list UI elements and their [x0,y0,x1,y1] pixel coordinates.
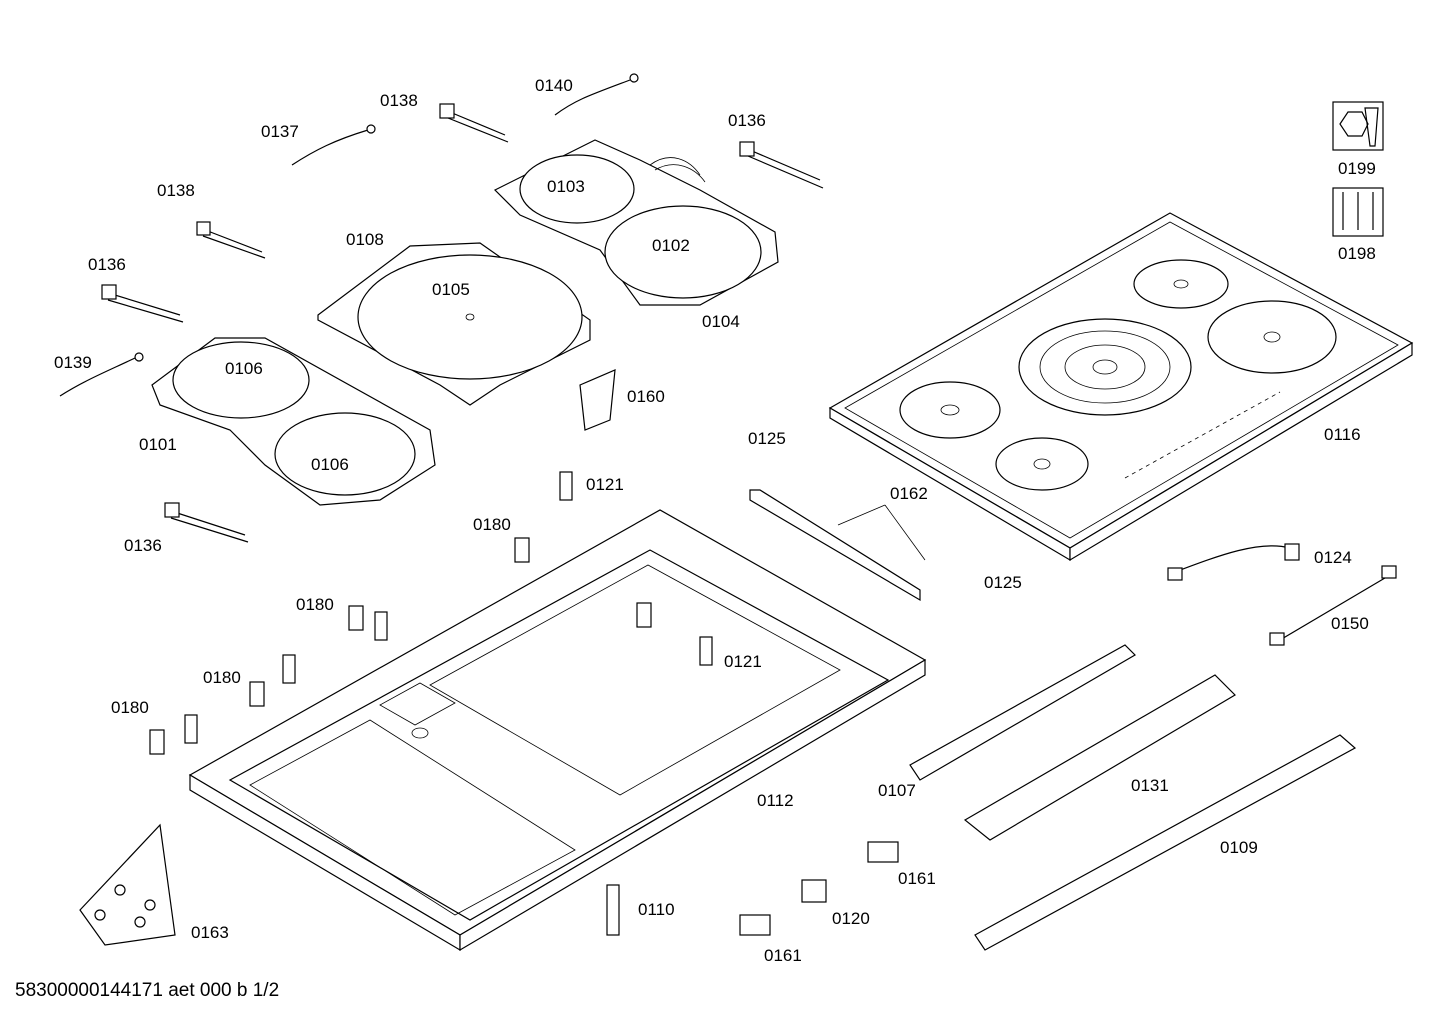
springs-and-feet [149,471,713,755]
part-number-labels: 0140 0138 0137 0136 0138 0108 0103 0102 … [54,76,1376,965]
label-0137: 0137 [261,122,299,141]
label-0199: 0199 [1338,159,1376,178]
temperature-sensors [59,73,639,397]
label-0163: 0163 [191,923,229,942]
label-0180: 0180 [473,515,511,534]
label-0109: 0109 [1220,838,1258,857]
cooktop-glass-0116 [828,212,1414,562]
label-0101: 0101 [139,435,177,454]
cable-clips [101,103,824,543]
label-0112: 0112 [757,791,794,810]
label-0121: 0121 [724,652,762,671]
label-0107: 0107 [878,781,916,800]
screw-bag-0163 [79,823,176,946]
label-0104: 0104 [702,312,740,331]
label-0139: 0139 [54,353,92,372]
label-0138: 0138 [157,181,195,200]
label-0120: 0120 [832,909,870,928]
label-0110: 0110 [638,900,675,919]
wrench-nut-icon [1332,101,1384,151]
bracket-0162 [579,369,926,602]
radiant-heater-tray-0104 [493,139,779,306]
label-0160: 0160 [627,387,665,406]
label-0125: 0125 [984,573,1022,592]
label-0140: 0140 [535,76,573,95]
label-0180: 0180 [111,698,149,717]
screws-icon [1332,187,1384,237]
label-0136: 0136 [124,536,162,555]
label-0108: 0108 [346,230,384,249]
radiant-heater-tray-0101 [151,337,436,506]
label-0125: 0125 [748,429,786,448]
chassis-frame-0112 [188,509,927,952]
label-0106: 0106 [311,455,349,474]
label-0103: 0103 [547,177,585,196]
label-0136: 0136 [88,255,126,274]
label-0162: 0162 [890,484,928,503]
document-footer-id: 58300000144171 aet 000 b 1/2 [15,980,280,1001]
label-0138: 0138 [380,91,418,110]
label-0161: 0161 [764,946,802,965]
label-0106: 0106 [225,359,263,378]
label-0116: 0116 [1324,425,1361,444]
radiant-heater-0105 [317,242,591,406]
label-0180: 0180 [296,595,334,614]
label-0124: 0124 [1314,548,1352,567]
label-0161: 0161 [898,869,936,888]
label-0131: 0131 [1131,776,1169,795]
label-0105: 0105 [432,280,470,299]
electronics-and-rails [606,543,1397,951]
label-0150: 0150 [1331,614,1369,633]
label-0198: 0198 [1338,244,1376,263]
label-0136: 0136 [728,111,766,130]
label-0121: 0121 [586,475,624,494]
label-0102: 0102 [652,236,690,255]
label-0180: 0180 [203,668,241,687]
